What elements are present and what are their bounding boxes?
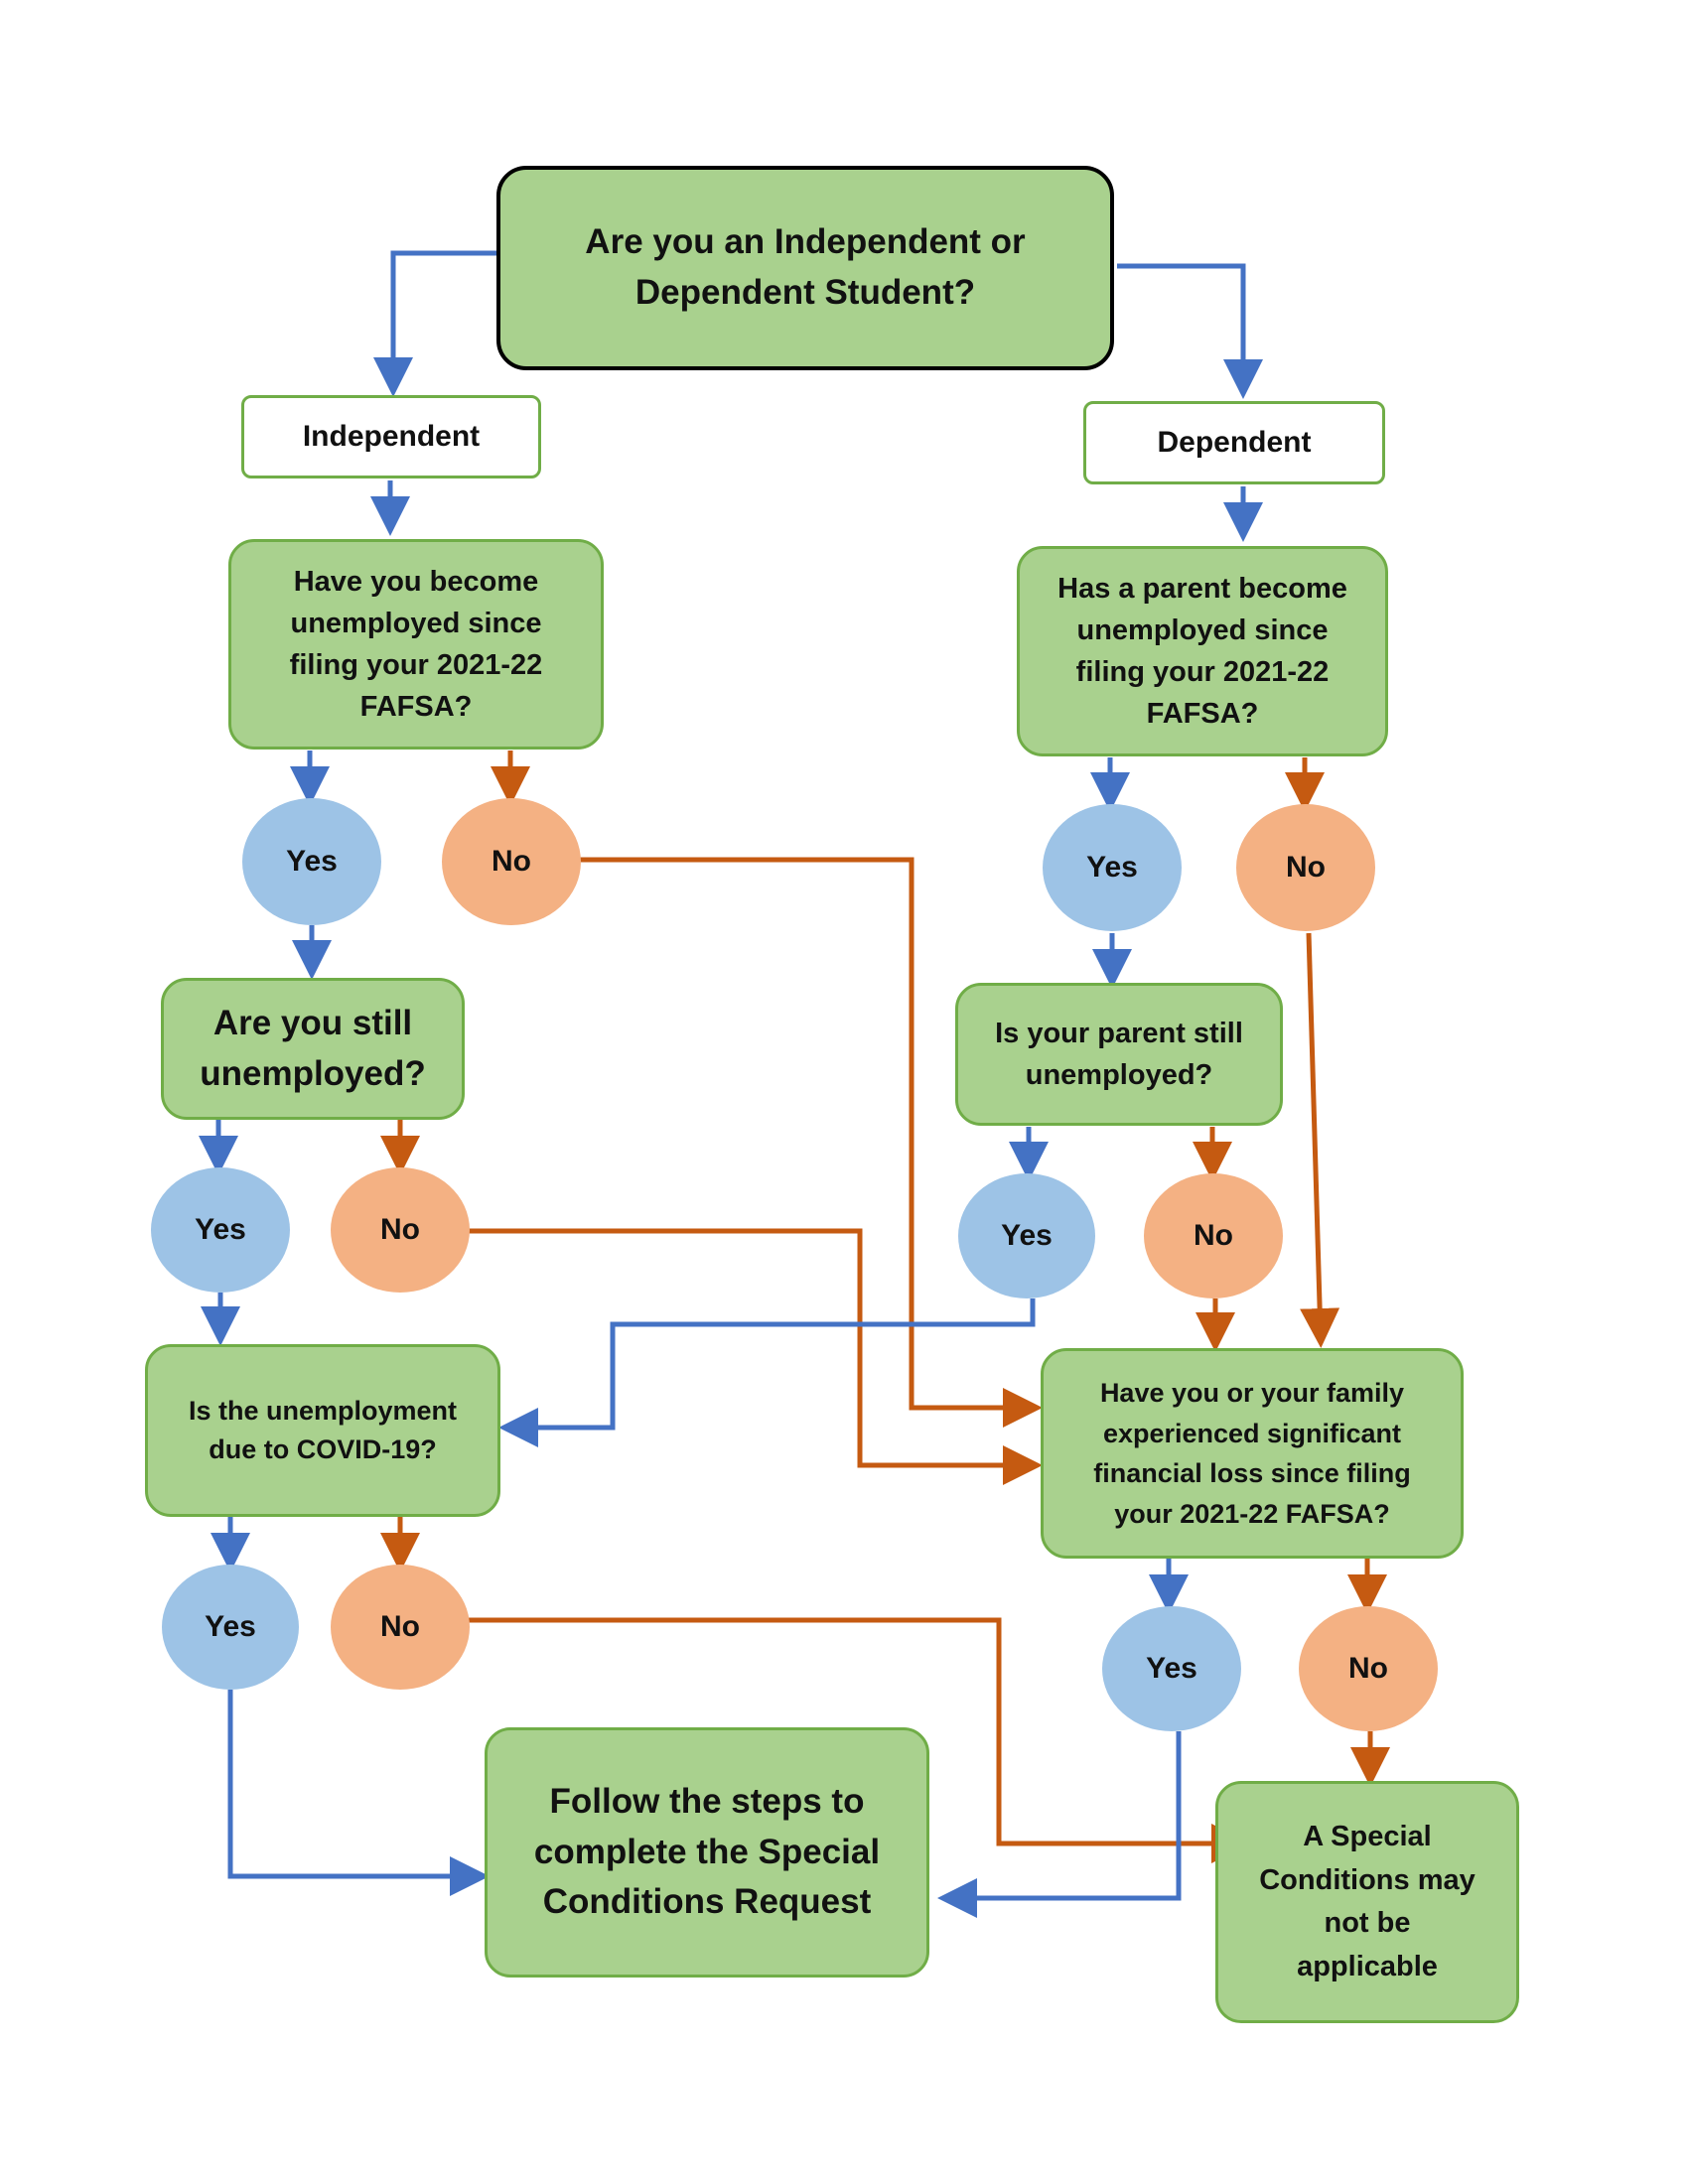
dependent-label: Dependent: [1157, 426, 1312, 460]
arrow-dep-q1-no-to-loss: [1300, 932, 1340, 1348]
top-question-text: Are you an Independent or Dependent Stud…: [585, 222, 1026, 312]
ind-q3-no-circle: No: [331, 1565, 470, 1690]
arrow-ind-q1-no-to-loss: [578, 857, 1043, 1428]
dep-q2-no-circle: No: [1144, 1173, 1283, 1298]
arrow-top-to-dependent: [1117, 263, 1263, 399]
loss-yes-circle: Yes: [1102, 1606, 1241, 1731]
dep-q1-no-circle: No: [1236, 804, 1375, 931]
loss-no-circle: No: [1299, 1606, 1438, 1731]
financial-loss-question: Have you or your family experienced sign…: [1093, 1378, 1411, 1529]
loss-yes-label: Yes: [1146, 1652, 1197, 1686]
ind-q3-yes-label: Yes: [205, 1610, 256, 1644]
ind-still-unemployed-question: Are you still unemployed?: [200, 1003, 426, 1093]
dep-q2-no-label: No: [1194, 1219, 1233, 1253]
ind-covid-question-box: Is the unemployment due to COVID-19?: [145, 1344, 500, 1517]
ind-q1-no-circle: No: [442, 798, 581, 925]
ind-q2-yes-label: Yes: [195, 1213, 246, 1247]
independent-label: Independent: [302, 420, 481, 454]
ind-q2-no-circle: No: [331, 1167, 470, 1293]
dep-q1-yes-circle: Yes: [1043, 804, 1182, 931]
financial-loss-question-box: Have you or your family experienced sign…: [1041, 1348, 1464, 1559]
not-applicable-text: A Special Conditions may not be applicab…: [1259, 1821, 1476, 1982]
independent-label-box: Independent: [241, 395, 541, 478]
dep-still-unemployed-box: Is your parent still unemployed?: [955, 983, 1283, 1126]
loss-no-label: No: [1348, 1652, 1388, 1686]
dep-q2-yes-label: Yes: [1001, 1219, 1053, 1253]
dep-still-unemployed-question: Is your parent still unemployed?: [995, 1017, 1243, 1091]
arrow-top-to-independent: [373, 250, 496, 397]
ind-covid-question: Is the unemployment due to COVID-19?: [188, 1395, 458, 1464]
dep-unemployed-question: Has a parent become unemployed since fil…: [1057, 572, 1347, 731]
arrow-ind-q2-no-to-loss: [467, 1228, 1043, 1485]
dep-q1-no-label: No: [1286, 851, 1326, 885]
ind-unemployed-question-box: Have you become unemployed since filing …: [228, 539, 604, 750]
arrow-dep-q2-yes-to-q3: [498, 1298, 1036, 1447]
dep-q2-yes-circle: Yes: [958, 1173, 1095, 1298]
ind-still-unemployed-box: Are you still unemployed?: [161, 978, 465, 1120]
dependent-label-box: Dependent: [1083, 401, 1385, 484]
ind-q1-no-label: No: [492, 845, 531, 879]
ind-unemployed-question: Have you become unemployed since filing …: [289, 565, 543, 724]
follow-steps-box: Follow the steps to complete the Special…: [485, 1727, 929, 1978]
not-applicable-box: A Special Conditions may not be applicab…: [1215, 1781, 1519, 2023]
top-question-box: Are you an Independent or Dependent Stud…: [496, 166, 1114, 370]
arrow-ind-q3-yes-to-follow: [227, 1690, 490, 1896]
follow-steps-text: Follow the steps to complete the Special…: [533, 1781, 881, 1922]
ind-q3-yes-circle: Yes: [162, 1565, 299, 1690]
ind-q1-yes-label: Yes: [286, 845, 338, 879]
ind-q2-yes-circle: Yes: [151, 1167, 290, 1293]
dep-unemployed-question-box: Has a parent become unemployed since fil…: [1017, 546, 1388, 756]
ind-q1-yes-circle: Yes: [242, 798, 381, 925]
arrow-loss-yes-to-follow: [937, 1731, 1182, 1918]
ind-q3-no-label: No: [380, 1610, 420, 1644]
ind-q2-no-label: No: [380, 1213, 420, 1247]
dep-q1-yes-label: Yes: [1086, 851, 1138, 885]
